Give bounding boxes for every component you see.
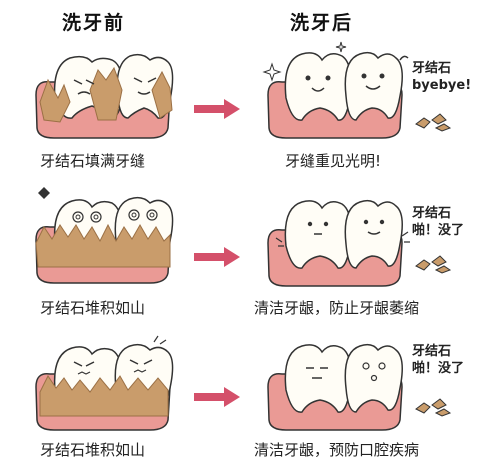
bubble-line-2: 啪！没了 (412, 223, 465, 238)
arrow-right-icon (194, 387, 240, 407)
tartar (89, 66, 123, 121)
squint-eyes (133, 77, 157, 83)
tartar-chips-icon (415, 255, 452, 274)
sparkle-icon (262, 62, 282, 82)
bubble-line-1: 牙结石 (412, 344, 452, 359)
tooth-right (344, 343, 403, 413)
before-teeth-illustration-2 (35, 187, 174, 284)
after-bubble-2: 牙结石 啪！没了 (412, 205, 464, 239)
before-caption-1: 牙结石填满牙缝 (40, 152, 146, 170)
after-teeth-illustration-2 (267, 199, 410, 287)
after-bubble-1: 牙结石 byebye! (412, 60, 471, 94)
tartar-chips-icon (415, 113, 452, 132)
bubble-line-1: 牙结石 (412, 206, 452, 221)
after-caption-2: 清洁牙龈，防止牙龈萎缩 (254, 299, 420, 317)
tartar (35, 223, 171, 268)
header-after: 洗牙后 (290, 12, 354, 34)
before-teeth-illustration-1 (35, 53, 174, 139)
arrow-right-icon (194, 247, 240, 267)
header-before: 洗牙前 (62, 12, 126, 34)
sparkle-icon (335, 41, 347, 53)
arrow-right-icon (194, 99, 240, 119)
bubble-line-2: byebye! (412, 78, 472, 93)
after-teeth-illustration-3 (267, 343, 403, 431)
after-caption-3: 清洁牙龈，预防口腔疾病 (254, 441, 420, 459)
bubble-line-1: 牙结石 (412, 61, 452, 76)
squint-eyes (73, 79, 95, 85)
tooth-right (344, 51, 403, 121)
tartar (39, 78, 71, 123)
tartar (39, 375, 169, 417)
before-caption-2: 牙结石堆积如山 (40, 299, 146, 317)
before-teeth-illustration-3 (35, 335, 174, 431)
tartar-chips-icon (415, 398, 452, 417)
tartar (151, 70, 173, 119)
before-caption-3: 牙结石堆积如山 (40, 441, 146, 459)
bubble-line-2: 啪！没了 (412, 361, 465, 376)
after-teeth-illustration-1 (262, 41, 409, 139)
after-bubble-3: 牙结石 啪！没了 (412, 343, 464, 377)
bug-icon (38, 187, 50, 199)
after-caption-1: 牙缝重见光明! (285, 152, 382, 170)
